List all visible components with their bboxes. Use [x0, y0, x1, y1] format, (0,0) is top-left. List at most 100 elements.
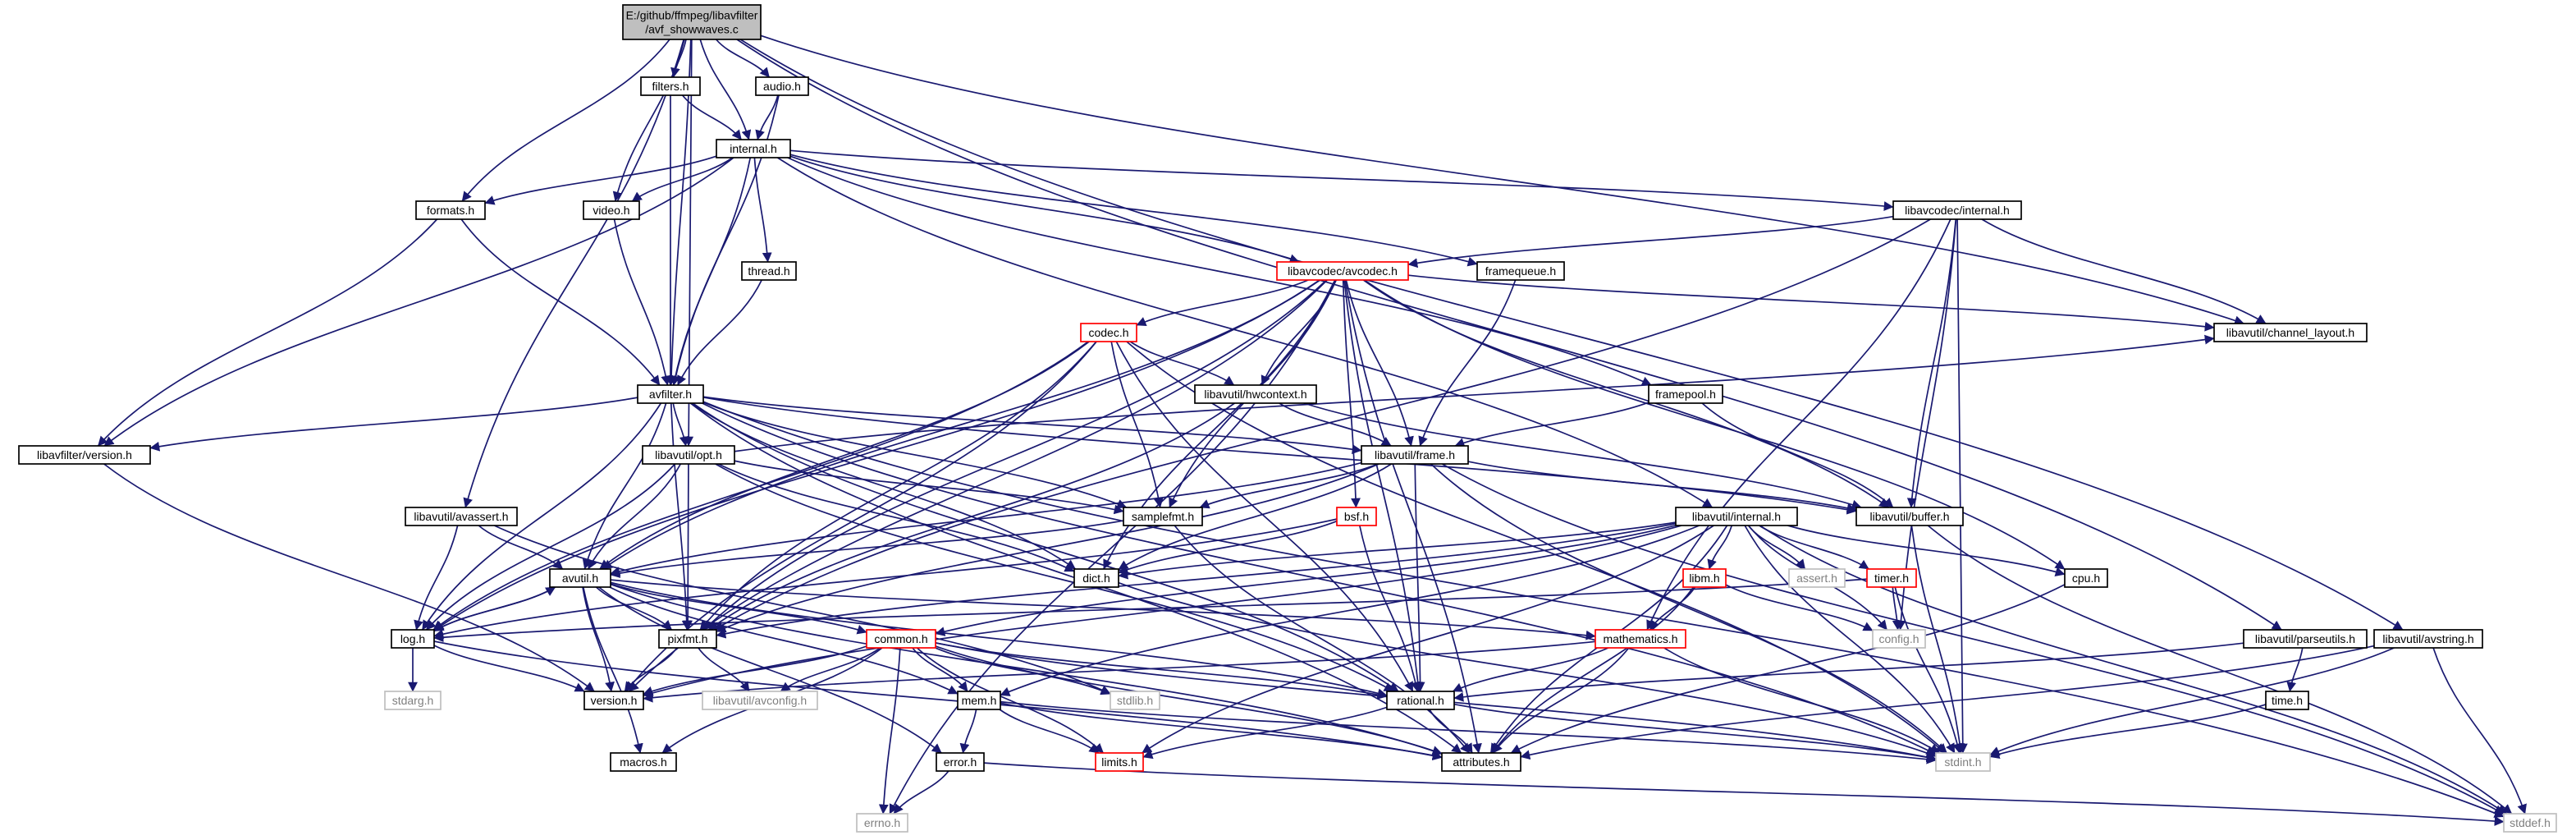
edge-lavc_avcodec_h-to-errno_h: [889, 279, 1336, 815]
edge-cpu_h-to-attributes_h: [1510, 584, 2066, 754]
node-thread-h[interactable]: thread.h: [741, 261, 797, 281]
node-time-h[interactable]: time.h: [2265, 691, 2309, 710]
node-lavfi-version-h[interactable]: libavfilter/version.h: [18, 445, 151, 465]
node-bsf-h[interactable]: bsf.h: [1336, 507, 1377, 526]
node-libm-h[interactable]: libm.h: [1682, 568, 1727, 588]
node-label: audio.h: [763, 80, 801, 93]
node-dict-h[interactable]: dict.h: [1073, 568, 1119, 588]
edge-framepool_h-to-buffer_h: [1701, 402, 1894, 508]
node-box: [1675, 507, 1798, 526]
node-hwcontext-h[interactable]: libavutil/hwcontext.h: [1194, 384, 1317, 404]
node-stdlib-h[interactable]: stdlib.h: [1110, 691, 1160, 710]
node-samplefmt-h[interactable]: samplefmt.h: [1123, 507, 1203, 526]
edge-frame_h-to-avutil_h: [610, 461, 1362, 576]
edge-internal_h-to-lavc_internal_h: [789, 149, 1894, 211]
node-avconfig-h[interactable]: libavutil/avconfig.h: [702, 691, 818, 710]
edge-codec_h-to-pixfmt_h: [699, 341, 1097, 631]
node-timer-h[interactable]: timer.h: [1866, 568, 1917, 588]
node-buffer-h[interactable]: libavutil/buffer.h: [1855, 507, 1964, 526]
node-avfilter-h[interactable]: avfilter.h: [637, 384, 704, 404]
node-box: [1595, 629, 1686, 649]
node-root[interactable]: E:/github/ffmpeg/libavfilter/avf_showwav…: [622, 4, 762, 40]
node-frame-h[interactable]: libavutil/frame.h: [1361, 445, 1469, 465]
node-internal-h[interactable]: internal.h: [716, 139, 791, 158]
node-attributes-h[interactable]: attributes.h: [1441, 752, 1521, 772]
edge-avutil_h-to-macros_h: [582, 586, 643, 754]
edge-samplefmt_h-to-avutil_h: [610, 520, 1124, 578]
node-version-h[interactable]: version.h: [583, 691, 644, 710]
node-framepool-h[interactable]: framepool.h: [1648, 384, 1723, 404]
node-mathematics-h[interactable]: mathematics.h: [1595, 629, 1686, 649]
edge-avstring_h-to-stdint_h: [1989, 647, 2395, 756]
node-label: libavutil/hwcontext.h: [1204, 388, 1306, 401]
edge-frame_h-to-pixfmt_h: [716, 463, 1380, 633]
edge-internal_h-to-thread_h: [753, 157, 772, 263]
edge-rational_h-to-stdint_h: [1453, 703, 1937, 763]
node-rational-h[interactable]: rational.h: [1386, 691, 1455, 710]
node-avutil-h[interactable]: avutil.h: [549, 568, 611, 588]
edge-buffer_h-to-stddef_h: [1927, 525, 2513, 815]
edge-root-to-internal_h: [699, 39, 752, 140]
node-assert-h[interactable]: assert.h: [1788, 568, 1846, 588]
node-lavc-internal-h[interactable]: libavcodec/internal.h: [1892, 200, 2022, 220]
edge-lavfi_version_h-to-version_h: [103, 463, 595, 692]
node-stddef-h[interactable]: stddef.h: [2503, 813, 2557, 833]
edge-root-to-avfilter_h: [666, 39, 692, 386]
edge-avstring_h-to-stddef_h: [2432, 647, 2527, 815]
node-label: assert.h: [1796, 571, 1837, 585]
node-box: [1386, 691, 1455, 710]
node-stdarg-h[interactable]: stdarg.h: [384, 691, 442, 710]
edge-lavc_internal_h-to-stdint_h: [1956, 218, 1968, 754]
node-avstring-h[interactable]: libavutil/avstring.h: [2373, 629, 2483, 649]
node-errno-h[interactable]: errno.h: [856, 813, 908, 833]
node-audio-h[interactable]: audio.h: [755, 76, 809, 96]
node-log-h[interactable]: log.h: [391, 629, 435, 649]
edge-avassert_h-to-log_h: [414, 525, 459, 631]
edge-root-to-channel_layout_h: [760, 34, 2244, 325]
node-parseutils-h[interactable]: libavutil/parseutils.h: [2243, 629, 2368, 649]
node-pixfmt-h[interactable]: pixfmt.h: [658, 629, 717, 649]
edge-lavc_avcodec_h-to-codec_h: [1136, 279, 1309, 327]
node-channel-layout-h[interactable]: libavutil/channel_layout.h: [2213, 323, 2368, 342]
node-box: [936, 752, 985, 772]
node-filters-h[interactable]: filters.h: [640, 76, 701, 96]
node-label: libavutil/avconfig.h: [713, 694, 807, 707]
edge-common_h-to-rational_h: [935, 642, 1388, 700]
node-box: [658, 629, 717, 649]
node-formats-h[interactable]: formats.h: [415, 200, 486, 220]
node-common-h[interactable]: common.h: [866, 629, 936, 649]
node-video-h[interactable]: video.h: [583, 200, 640, 220]
edge-framepool_h-to-frame_h: [1454, 402, 1649, 448]
node-cpu-h[interactable]: cpu.h: [2064, 568, 2108, 588]
node-macros-h[interactable]: macros.h: [610, 752, 677, 772]
edge-mathematics_h-to-attributes_h: [1492, 647, 1630, 754]
node-limits-h[interactable]: limits.h: [1095, 752, 1144, 772]
node-error-h[interactable]: error.h: [936, 752, 985, 772]
node-label: samplefmt.h: [1132, 510, 1194, 523]
node-framequeue-h[interactable]: framequeue.h: [1476, 261, 1565, 281]
node-config-h[interactable]: config.h: [1872, 629, 1926, 649]
node-label: bsf.h: [1344, 510, 1369, 523]
node-box: [1080, 323, 1137, 342]
node-lavc-avcodec-h[interactable]: libavcodec/avcodec.h: [1276, 261, 1409, 281]
node-codec-h[interactable]: codec.h: [1080, 323, 1137, 342]
node-avassert-h[interactable]: libavutil/avassert.h: [405, 507, 518, 526]
node-label: libavcodec/internal.h: [1905, 204, 2010, 217]
node-box: [1648, 384, 1723, 404]
edge-parseutils_h-to-time_h: [2286, 647, 2304, 692]
edge-lavc_avcodec_h-to-avutil_h: [602, 279, 1321, 570]
node-stdint-h[interactable]: stdint.h: [1935, 752, 1991, 772]
edge-frame_h-to-dict_h: [1118, 463, 1393, 571]
edge-lavu_internal_h-to-libm_h: [1707, 525, 1733, 570]
node-box: [405, 507, 518, 526]
node-opt-h[interactable]: libavutil/opt.h: [642, 445, 735, 465]
node-label: libavutil/frame.h: [1375, 448, 1455, 461]
node-label: pixfmt.h: [667, 632, 707, 645]
edge-common_h-to-avconfig_h: [780, 647, 881, 692]
edge-audio_h-to-internal_h: [755, 94, 779, 140]
edge-mem_h-to-limits_h: [999, 709, 1100, 754]
node-lavu-internal-h[interactable]: libavutil/internal.h: [1675, 507, 1798, 526]
node-mem-h[interactable]: mem.h: [957, 691, 1001, 710]
edge-opt_h-to-dict_h: [718, 463, 1075, 572]
edge-hwcontext_h-to-frame_h: [1279, 402, 1392, 447]
